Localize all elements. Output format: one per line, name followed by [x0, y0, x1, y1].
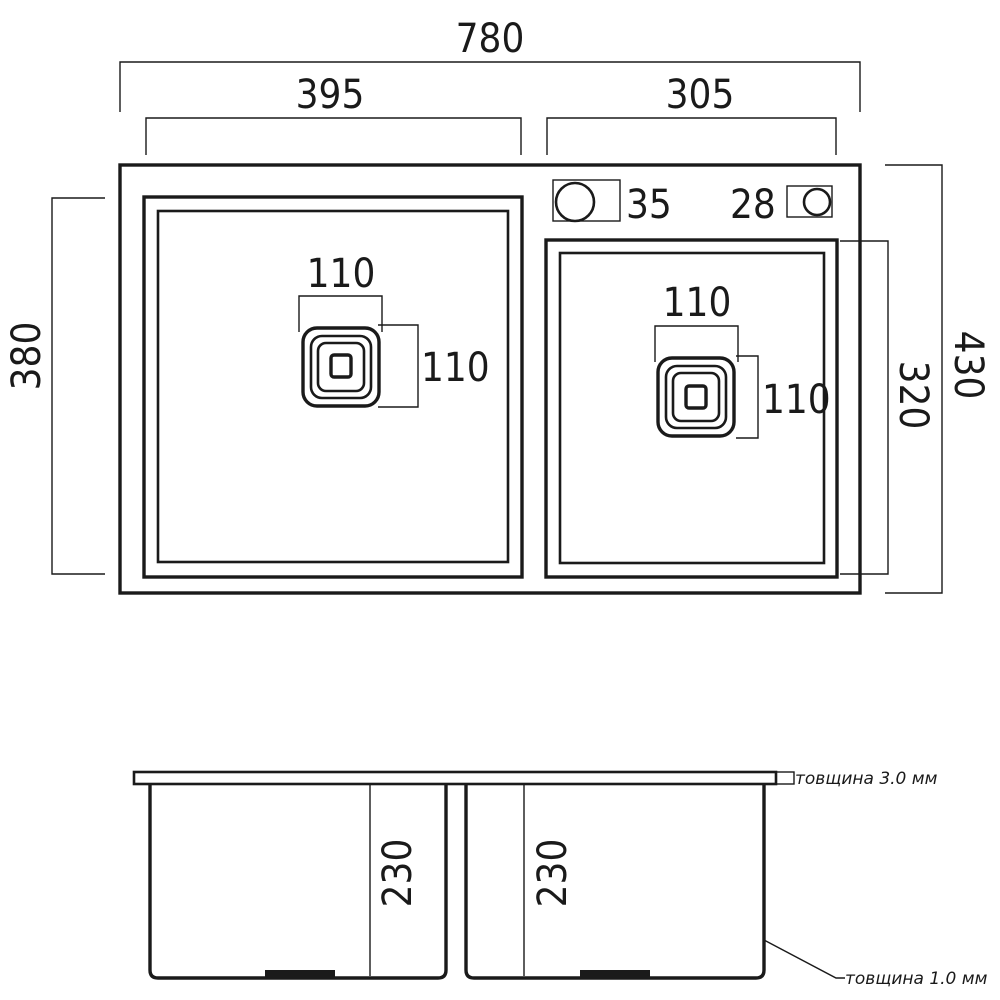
side-deck-plate	[132, 770, 778, 786]
side-right-depth-label: 230	[530, 839, 576, 908]
dimension-overall-height: 430	[885, 164, 991, 594]
left-drain: 110 110	[298, 251, 490, 408]
bowl-thickness-callout: товщина 1.0 мм	[763, 939, 988, 989]
left-bowl	[142, 195, 524, 579]
accessory-hole: 28	[730, 182, 833, 228]
right-drain-width-label: 110	[663, 280, 732, 326]
dimension-right-bowl-height: 320	[840, 240, 936, 575]
side-left-depth-label: 230	[375, 839, 421, 908]
side-left-bowl: 230	[148, 784, 448, 980]
overall-width-label: 780	[456, 16, 525, 62]
dimension-right-bowl-width: 305	[546, 72, 837, 155]
dimension-left-bowl-width: 395	[145, 72, 522, 155]
sink-deck-outline	[118, 163, 862, 595]
faucet-hole-diameter-label: 35	[626, 182, 672, 228]
left-bowl-height-label: 380	[4, 322, 50, 391]
side-right-bowl: 230	[464, 784, 766, 980]
dimension-overall-width: 780	[119, 16, 861, 112]
top-view: 780 395 305 380 320 430	[4, 16, 991, 595]
right-bowl-height-label: 320	[890, 361, 936, 430]
deck-thickness-callout: товщина 3.0 мм	[775, 769, 938, 789]
right-bowl	[544, 238, 839, 579]
left-drain-height-label: 110	[421, 345, 490, 391]
side-view: товщина 3.0 мм 230 230 товщина 1.0 мм	[132, 769, 988, 989]
faucet-hole: 35	[552, 179, 672, 228]
right-drain: 110 110	[654, 280, 831, 439]
dimension-left-bowl-height: 380	[4, 197, 105, 575]
right-bowl-width-label: 305	[666, 72, 735, 118]
left-drain-width-label: 110	[307, 251, 376, 297]
bowl-thickness-label: товщина 1.0 мм	[845, 969, 988, 989]
accessory-hole-diameter-label: 28	[730, 182, 776, 228]
overall-height-label: 430	[945, 331, 991, 400]
right-drain-height-label: 110	[762, 377, 831, 423]
deck-thickness-label: товщина 3.0 мм	[795, 769, 938, 789]
left-bowl-width-label: 395	[296, 72, 365, 118]
